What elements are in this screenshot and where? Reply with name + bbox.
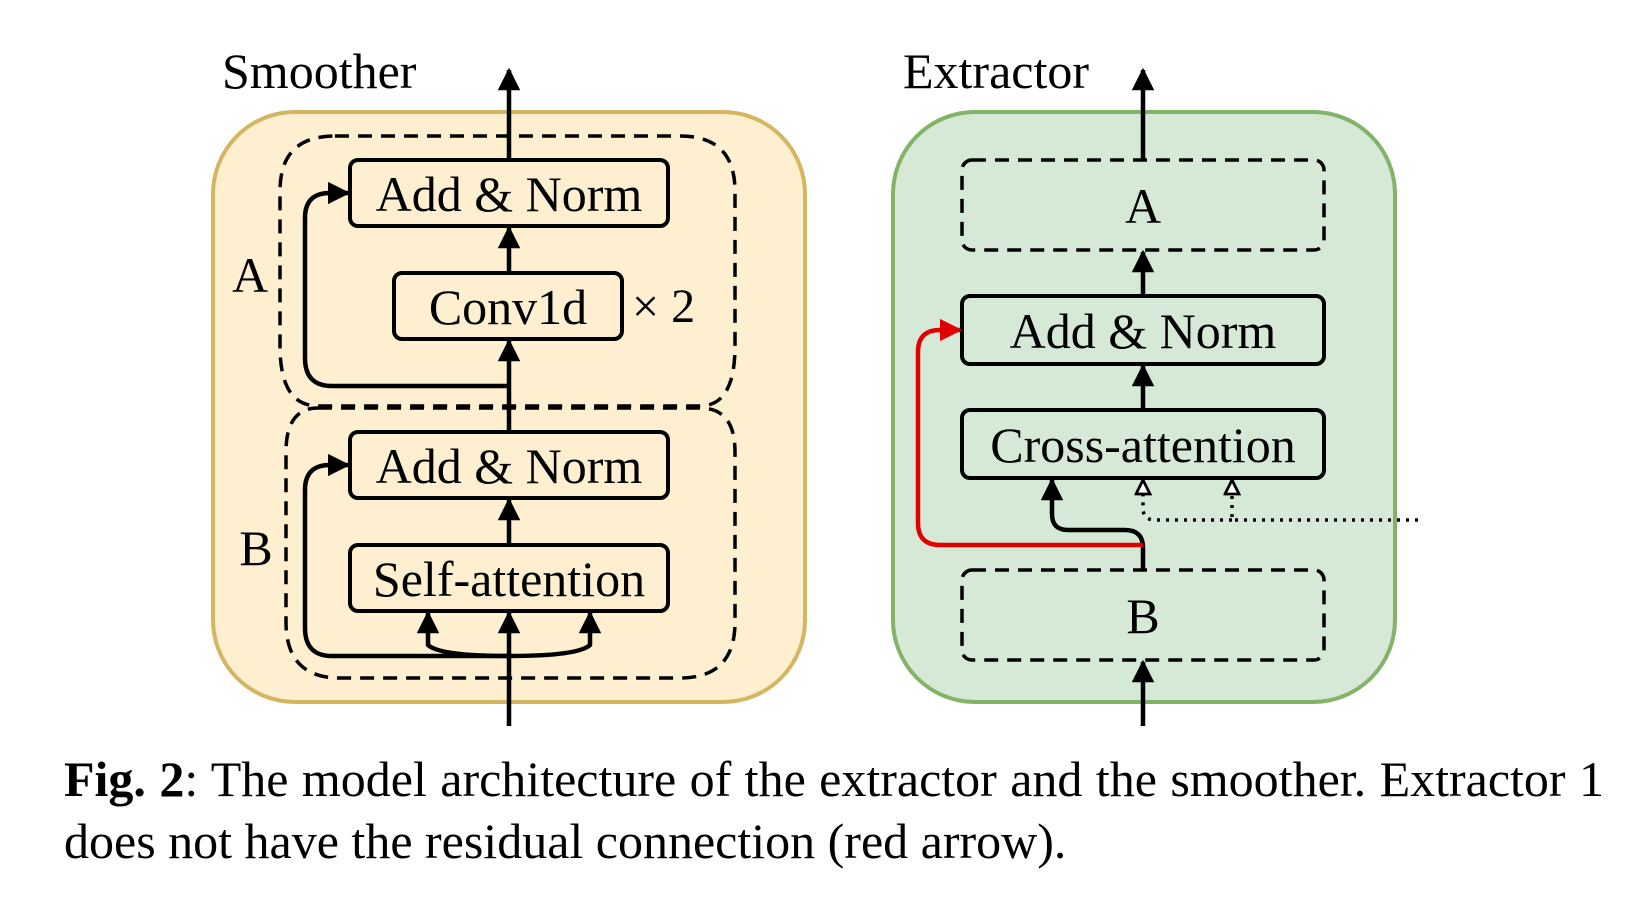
extractor-query-arrow — [1040, 477, 1146, 570]
smoother-conv1d-label: Conv1d — [429, 279, 587, 335]
smoother-conv1d-block: Conv1d — [392, 271, 624, 341]
extractor-block-b-label: B — [1126, 588, 1159, 644]
extractor-block-a-label: A — [1125, 178, 1161, 234]
smoother-diagram: Smoother A B Add & Norm Conv1d × 2 Add &… — [211, 43, 807, 726]
extractor-add-norm-label: Add & Norm — [1010, 303, 1277, 359]
extractor-residual-arrow — [915, 318, 1143, 548]
extractor-memory-line — [1232, 480, 1418, 522]
smoother-group-b-boundary — [284, 406, 737, 680]
extractor-diagram: Extractor A Add & Norm Cross-attention B — [891, 43, 1418, 726]
extractor-connections — [915, 67, 1418, 726]
caption-text: : The model architecture of the extracto… — [64, 751, 1604, 869]
smoother-group-a-boundary — [278, 134, 737, 408]
smoother-add-norm-top-block: Add & Norm — [348, 158, 670, 228]
smoother-connections — [302, 67, 602, 726]
smoother-residual-b — [302, 453, 509, 659]
extractor-title: Extractor — [903, 43, 1089, 99]
smoother-qkv-split-right — [508, 610, 602, 659]
extractor-add-norm-block: Add & Norm — [960, 294, 1326, 366]
extractor-cross-attention-label: Cross-attention — [990, 417, 1296, 473]
smoother-residual-a — [302, 181, 509, 389]
caption-label: Fig. 2 — [64, 751, 185, 807]
figure-caption: Fig. 2: The model architecture of the ex… — [64, 748, 1604, 872]
smoother-add-norm-bottom-block: Add & Norm — [348, 430, 670, 500]
smoother-conv1d-repeat: × 2 — [632, 280, 695, 333]
smoother-self-attention-label: Self-attention — [373, 551, 645, 607]
smoother-self-attention-block: Self-attention — [348, 543, 670, 613]
smoother-add-norm-bottom-label: Add & Norm — [376, 438, 643, 494]
smoother-add-norm-top-label: Add & Norm — [376, 166, 643, 222]
smoother-title: Smoother — [222, 43, 417, 99]
smoother-group-b-label: B — [239, 520, 272, 576]
extractor-cross-attention-block: Cross-attention — [960, 408, 1326, 480]
smoother-group-a-label: A — [232, 247, 268, 303]
